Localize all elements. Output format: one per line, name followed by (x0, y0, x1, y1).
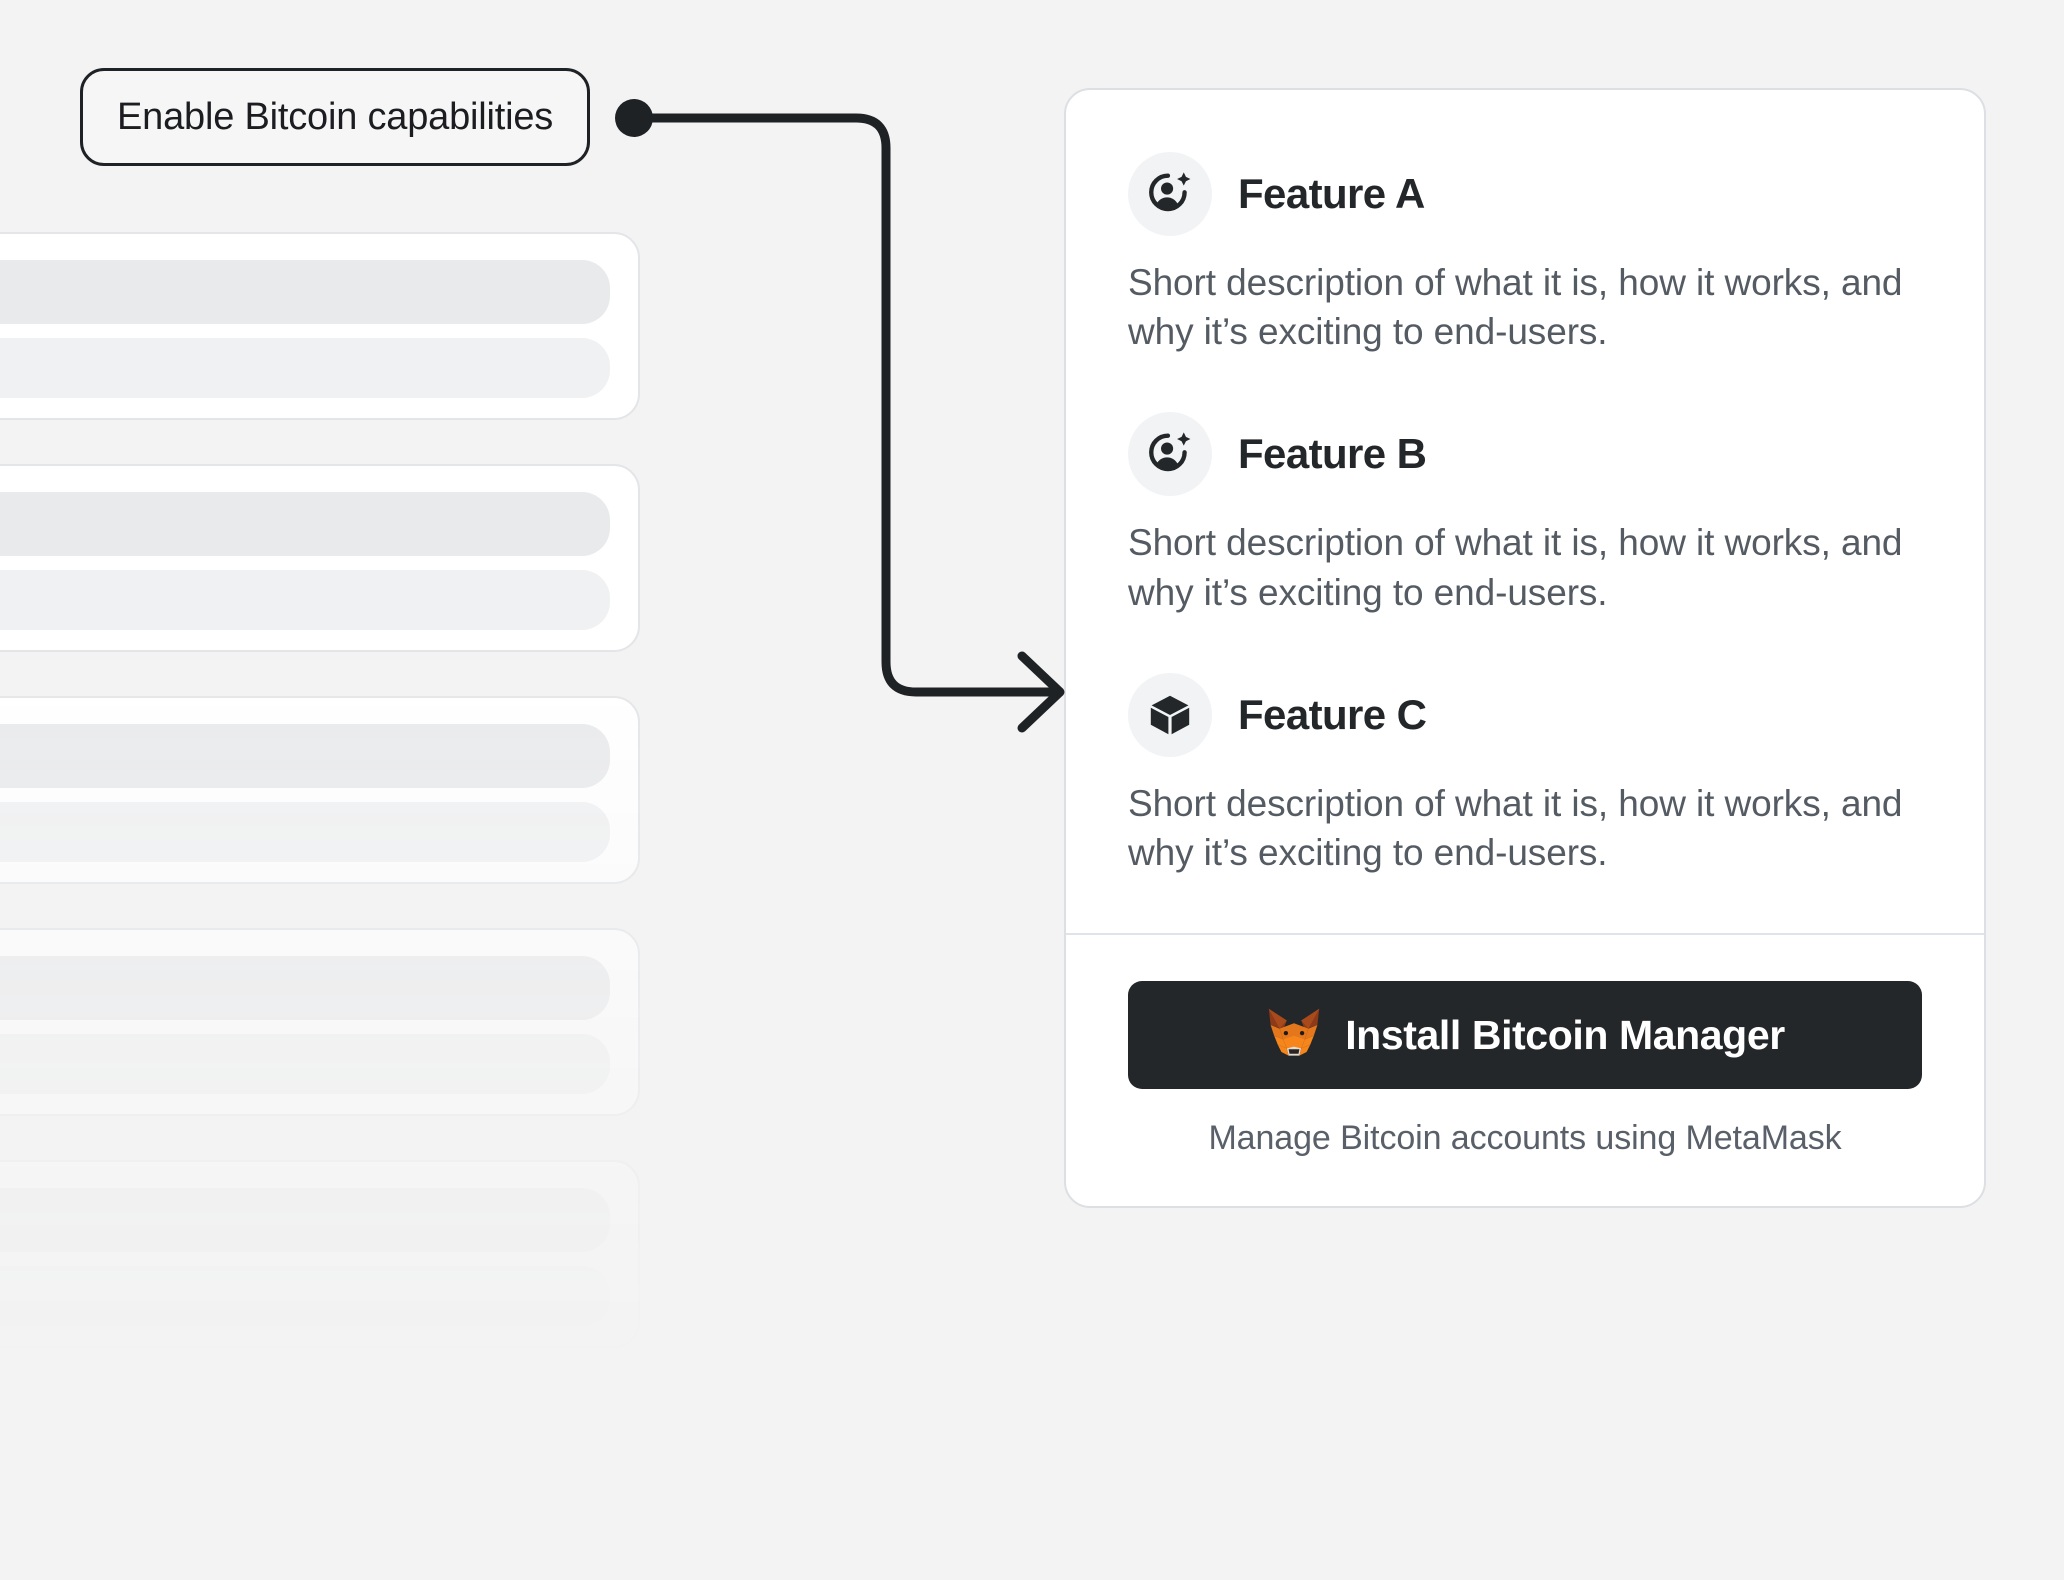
cta-section: Install Bitcoin Manager Manage Bitcoin a… (1066, 935, 1984, 1206)
feature-item-a: Feature A Short description of what it i… (1128, 152, 1922, 356)
add-account-icon (1128, 152, 1212, 236)
ghost-card (0, 232, 640, 420)
add-account-icon (1128, 412, 1212, 497)
ghost-bar-primary (0, 1420, 610, 1484)
ghost-card (0, 928, 640, 1116)
feature-title: Feature C (1238, 690, 1427, 738)
ghost-card (0, 1160, 640, 1348)
feature-header: Feature A (1128, 152, 1922, 236)
ghost-bar-primary (0, 724, 610, 788)
ghost-card (0, 1392, 640, 1580)
feature-list: Feature A Short description of what it i… (1066, 90, 1984, 933)
feature-header: Feature B (1128, 412, 1922, 497)
feature-description: Short description of what it is, how it … (1128, 782, 1903, 874)
cta-caption: Manage Bitcoin accounts using MetaMask (1208, 1119, 1842, 1158)
install-button-label: Install Bitcoin Manager (1345, 1011, 1785, 1058)
ghost-bar-secondary (0, 1266, 610, 1326)
ghost-bar-secondary (0, 802, 610, 862)
feature-header: Feature C (1128, 672, 1922, 757)
ghost-bar-secondary (0, 1498, 610, 1558)
ghost-bar-primary (0, 492, 610, 556)
annotation-label: Enable Bitcoin capabilities (117, 95, 554, 138)
feature-description: Short description of what it is, how it … (1128, 522, 1903, 613)
ghost-bar-primary (0, 1188, 610, 1252)
ghost-placeholder-column (0, 232, 640, 1580)
ghost-bar-secondary (0, 1034, 610, 1094)
card-divider (1066, 933, 1984, 936)
connector-line (629, 113, 1063, 697)
connector-arrowhead (1017, 651, 1065, 733)
ghost-bar-secondary (0, 338, 610, 398)
feature-description: Short description of what it is, how it … (1128, 262, 1903, 353)
ghost-bar-secondary (0, 570, 610, 630)
connector-dot (615, 99, 653, 137)
install-bitcoin-manager-button[interactable]: Install Bitcoin Manager (1128, 981, 1922, 1090)
ghost-bar-primary (0, 260, 610, 324)
feature-title: Feature A (1238, 170, 1425, 217)
cube-icon (1128, 672, 1212, 757)
ghost-card (0, 464, 640, 652)
ghost-card (0, 696, 640, 884)
feature-item-c: Feature C Short description of what it i… (1128, 672, 1922, 877)
feature-item-b: Feature B Short description of what it i… (1128, 412, 1922, 616)
annotation-pill: Enable Bitcoin capabilities (80, 68, 591, 166)
feature-title: Feature B (1238, 430, 1427, 478)
metamask-fox-icon (1265, 1007, 1323, 1064)
feature-card: Feature A Short description of what it i… (1064, 88, 1986, 1209)
ghost-bar-primary (0, 956, 610, 1020)
